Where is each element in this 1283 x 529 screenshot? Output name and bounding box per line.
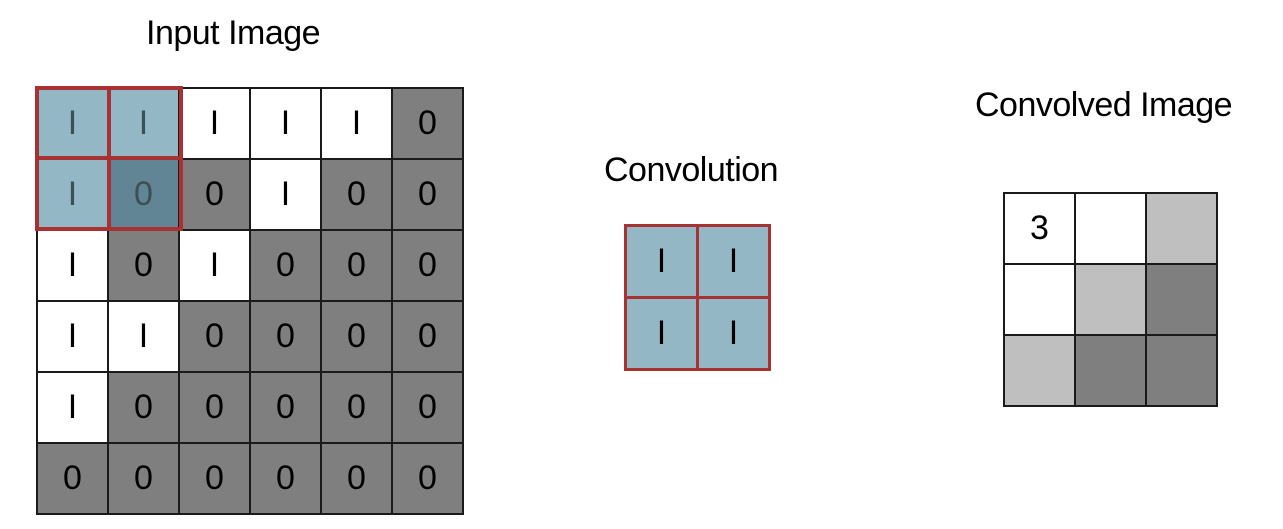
input-cell: 0: [251, 373, 322, 444]
convolution-title: Convolution: [604, 151, 779, 189]
input-cell: I: [38, 373, 109, 444]
input-cell: 0: [322, 302, 393, 373]
input-cell: 0: [393, 302, 464, 373]
input-cell: I: [180, 89, 251, 160]
output-cell: 3: [1005, 194, 1076, 265]
input-cell: I: [251, 89, 322, 160]
output-cell: [1147, 265, 1218, 336]
input-cell: 0: [393, 89, 464, 160]
input-cell: I: [38, 89, 109, 160]
convolved-image-title: Convolved Image: [975, 86, 1233, 124]
input-cell: I: [251, 160, 322, 231]
output-cell: [1005, 336, 1076, 407]
input-cell: 0: [393, 373, 464, 444]
input-cell: 0: [393, 231, 464, 302]
input-cell: 0: [251, 444, 322, 515]
input-cell: I: [109, 302, 180, 373]
input-cell: 0: [109, 160, 180, 231]
input-cell: I: [38, 160, 109, 231]
kernel-cell: I: [699, 299, 771, 371]
kernel-cell: I: [627, 299, 699, 371]
output-cell: [1005, 265, 1076, 336]
output-cell: [1076, 194, 1147, 265]
input-cell: 0: [180, 302, 251, 373]
kernel-cell: I: [699, 227, 771, 299]
output-cell: [1147, 336, 1218, 407]
input-cell: I: [109, 89, 180, 160]
output-cell: [1076, 336, 1147, 407]
output-cell: [1076, 265, 1147, 336]
input-cell: 0: [38, 444, 109, 515]
output-cell: [1147, 194, 1218, 265]
input-cell: 0: [251, 302, 322, 373]
input-cell: I: [38, 231, 109, 302]
input-cell: 0: [322, 373, 393, 444]
kernel-cell: I: [627, 227, 699, 299]
input-cell: 0: [251, 231, 322, 302]
input-cell: I: [38, 302, 109, 373]
input-cell: 0: [322, 160, 393, 231]
input-cell: 0: [109, 231, 180, 302]
input-cell: 0: [109, 373, 180, 444]
input-cell: I: [180, 231, 251, 302]
input-cell: 0: [322, 231, 393, 302]
input-cell: 0: [393, 160, 464, 231]
input-cell: 0: [180, 160, 251, 231]
convolved-image-grid: 3: [1003, 192, 1218, 407]
input-cell: 0: [322, 444, 393, 515]
input-cell: 0: [109, 444, 180, 515]
input-cell: I: [322, 89, 393, 160]
input-cell: 0: [180, 373, 251, 444]
input-cell: 0: [180, 444, 251, 515]
input-cell: 0: [393, 444, 464, 515]
input-image-title: Input Image: [146, 14, 321, 52]
